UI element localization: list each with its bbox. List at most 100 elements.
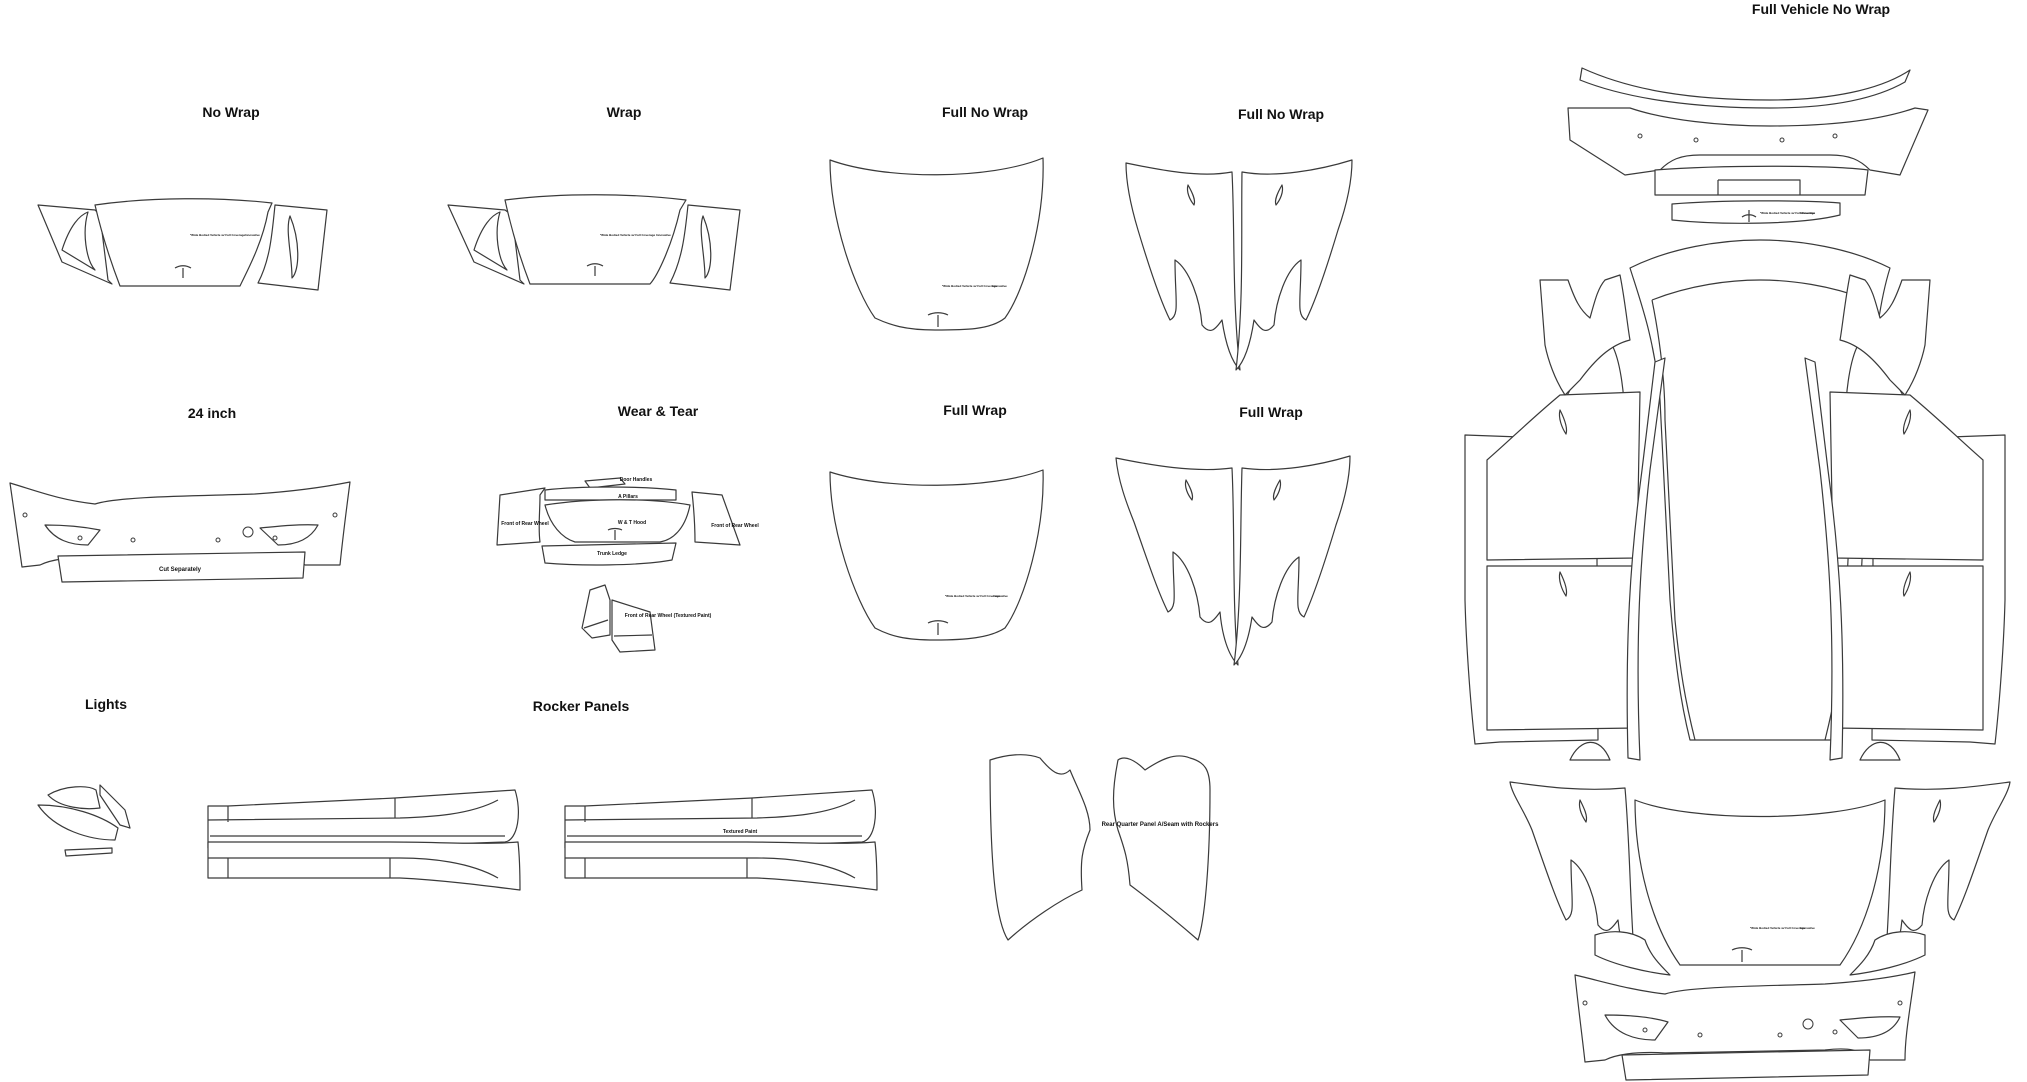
fv-trunk-hole-1 <box>1637 133 1643 139</box>
fv-right-arch-piece <box>1859 741 1901 761</box>
wrap-left-fender-piece <box>447 204 525 285</box>
fv-left-headlight <box>1594 931 1671 976</box>
light-lower <box>37 804 119 841</box>
inch-24-sensor-4 <box>215 537 221 543</box>
fv-left-handle-2 <box>1558 571 1568 597</box>
fw-right-fender <box>1233 455 1351 666</box>
label-trunk-ledge: Trunk Ledge <box>597 551 627 557</box>
inch-24-panels: Cut Separately <box>9 481 351 583</box>
fnw-right-fender <box>1235 159 1353 371</box>
fv-rear-bumper <box>1574 971 1916 1063</box>
fnw-left-handle <box>1186 184 1196 206</box>
title-lights: Lights <box>85 696 127 712</box>
fv-hood-logo <box>1731 947 1753 962</box>
fv-left-front-door <box>1486 391 1641 561</box>
wt-trunk-ledge <box>541 542 677 566</box>
label-rear-quarter-panel: Rear Quarter Panel A/Seam with Rockers <box>1102 822 1219 828</box>
wt-right-wheel <box>691 491 741 546</box>
title-full-wrap-fenders: Full Wrap <box>1239 404 1303 420</box>
wt-left-wheel <box>496 487 546 546</box>
rocker-2 <box>207 841 521 891</box>
rocker-2-lines <box>208 857 499 879</box>
fv-trunk-hole-4 <box>1832 133 1838 139</box>
title-full-vehicle-no-wrap: Full Vehicle No Wrap <box>1751 1 1891 17</box>
fnw-left-fender <box>1125 162 1241 371</box>
fv-trunk-lower <box>1654 165 1869 196</box>
fv-hood <box>1634 799 1886 966</box>
full-no-wrap-hood-outline <box>829 157 1044 331</box>
inch-24-rear-bumper <box>9 481 351 568</box>
title-full-no-wrap-hood: Full No Wrap <box>941 104 1029 120</box>
fw-left-handle <box>1184 479 1194 501</box>
wt-a-pillars <box>544 486 677 501</box>
fv-front-right-fender <box>1884 781 2011 969</box>
title-full-no-wrap-fenders: Full No Wrap <box>1237 106 1325 122</box>
fv-right-front-door <box>1829 391 1984 561</box>
wt-textured-divider <box>583 619 653 637</box>
wear-tear-panels: Door Handles A Pillars W & T Hood Front … <box>496 477 759 653</box>
fv-trunk-ledge <box>1671 200 1841 224</box>
inch-24-sensor-2 <box>77 535 83 541</box>
rear-quarter-left <box>989 754 1091 941</box>
wt-hood <box>544 499 691 543</box>
full-no-wrap-hood-logo <box>927 312 949 327</box>
fv-left-handle-1 <box>1558 409 1568 435</box>
rear-quarter-right <box>1112 755 1211 941</box>
title-no-wrap: No Wrap <box>202 104 260 120</box>
fv-right-handle-2 <box>1902 571 1912 597</box>
inch-24-sensor-6 <box>332 512 338 518</box>
inch-24-left-reflector <box>44 524 101 546</box>
title-full-wrap-hood: Full Wrap <box>943 402 1007 418</box>
full-vehicle-panels: *Wide Bodied Vehicle w/ Full Coverage In… <box>1464 67 2011 1081</box>
fv-right-handle-1 <box>1902 409 1912 435</box>
label-front-of-rear-wheel-left: Front of Rear Wheel <box>501 521 549 527</box>
wrap-panels: *Wide Bodied Vehicle w/ Full Coverage In… <box>447 194 741 291</box>
fv-right-headlight <box>1849 931 1926 976</box>
fv-hood-tiny-2: Innovative <box>1800 926 1815 930</box>
fv-right-a-pillar <box>1804 357 1844 761</box>
full-no-wrap-fenders <box>1125 159 1353 371</box>
fv-left-arch-piece <box>1569 741 1611 761</box>
title-wear-tear: Wear & Tear <box>617 403 699 419</box>
fnw-right-handle <box>1274 184 1284 206</box>
label-door-handles: Door Handles <box>620 477 653 483</box>
no-wrap-left-fender-piece <box>37 204 113 285</box>
fv-trunk-logo <box>1741 210 1757 222</box>
rocker-1-lines <box>207 798 505 837</box>
fv-rear-right-reflector <box>1839 1016 1901 1039</box>
fv-rear-camera <box>1802 1018 1814 1030</box>
fv-tiny-text-1: *Wide Bodied Vehicle w/ Full Coverage <box>1760 211 1815 215</box>
inch-24-sensor-3 <box>130 537 136 543</box>
fw-left-fender <box>1115 457 1239 666</box>
fv-trunk-lid <box>1567 107 1929 176</box>
fv-left-a-pillar <box>1626 357 1666 761</box>
full-wrap-hood: *Wide Bodied Vehicle w/ Full Coverage In… <box>829 469 1044 641</box>
wrap-right-fender-piece <box>669 204 741 291</box>
fv-trunk-notch <box>1717 179 1801 195</box>
inch-24-sensor-5 <box>272 535 278 541</box>
wrap-tesla-logo <box>586 263 604 276</box>
wt-textured-piece-1 <box>581 584 611 639</box>
label-front-of-rear-wheel-textured: Front of Rear Wheel (Textured Paint) <box>625 613 712 619</box>
title-24-inch: 24 inch <box>187 405 237 421</box>
inch-24-sensor-1 <box>22 512 28 518</box>
title-rocker-panels: Rocker Panels <box>532 698 630 714</box>
wrap-tiny-text-1: *Wide Bodied Vehicle w/ Full Coverage <box>600 233 655 237</box>
inch-24-right-reflector <box>259 524 319 546</box>
fv-front-left-fender <box>1509 781 1636 969</box>
fv-rear-sensor-4 <box>1777 1032 1783 1038</box>
fv-spoiler <box>1579 67 1911 109</box>
fv-trunk-hole-2 <box>1693 137 1699 143</box>
wt-textured-piece-2 <box>611 599 656 653</box>
fv-rear-sensor-6 <box>1897 1000 1903 1006</box>
wrap-tiny-text-2: Innovative <box>656 233 671 237</box>
rear-quarter-panels: Rear Quarter Panel A/Seam with Rockers <box>989 754 1219 941</box>
inch-24-diffuser <box>57 551 306 583</box>
full-wrap-hood-tiny-1: *Wide Bodied Vehicle w/ Full Coverage <box>945 594 1000 598</box>
full-no-wrap-hood: *Wide Bodied Vehicle w/ Full Coverage In… <box>829 157 1044 331</box>
full-no-wrap-hood-tiny-1: *Wide Bodied Vehicle w/ Full Coverage <box>942 284 997 288</box>
fv-right-rear-door <box>1832 565 1984 731</box>
fv-tiny-text-2: Innovative <box>1800 211 1815 215</box>
